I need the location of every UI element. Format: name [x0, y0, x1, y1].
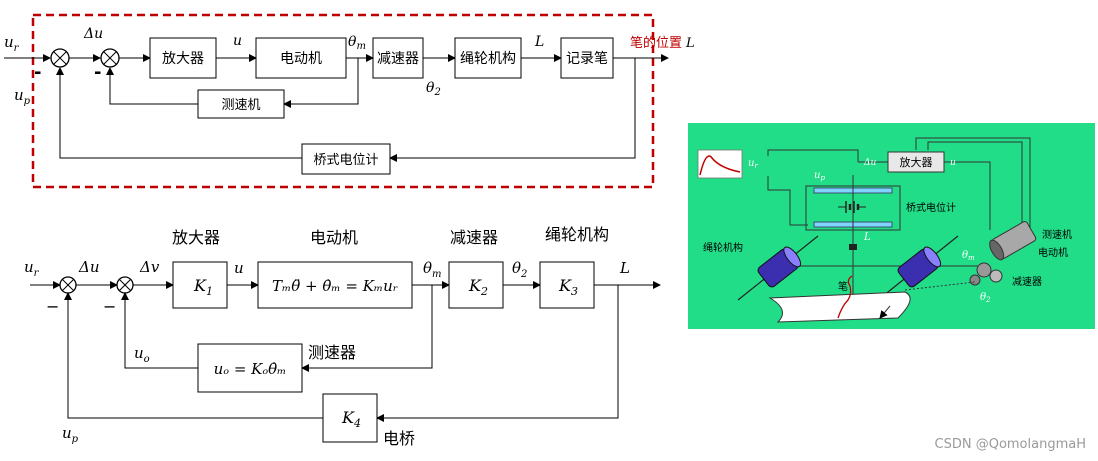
bottom-title-motor: 电动机: [310, 228, 358, 247]
top-block-pen-label: 记录笔: [566, 51, 608, 67]
picture-battery: [838, 201, 866, 213]
picture-left-roller: [757, 246, 802, 288]
top-block-reducer: [372, 37, 424, 79]
top-block-pen: [560, 37, 614, 79]
picture-wire-2: [767, 176, 808, 226]
top-block-amplifier-label: 放大器: [162, 51, 204, 67]
picture-label-pen: 笔: [838, 280, 848, 293]
watermark: CSDN @QomolangmaH: [935, 437, 1086, 452]
picture-paper: [768, 291, 911, 323]
picture-motor: [989, 221, 1037, 261]
top-block-pot: [301, 143, 391, 175]
picture-label-tacho: 测速机: [1042, 228, 1072, 241]
picture-label-reducer: 减速器: [1012, 276, 1042, 288]
top-block-motor: [255, 37, 347, 79]
picture-wire-4: [944, 161, 991, 230]
top-sum-junction-1: [50, 48, 70, 68]
picture-wire-6: [927, 141, 1023, 228]
bottom-block-K4: [322, 393, 378, 443]
picture-label-theta2: θ2: [980, 292, 991, 304]
top-tacho-feedback-line-out: [106, 67, 198, 105]
top-block-motor-label: 电动机: [280, 51, 322, 67]
picture-label-u: u: [950, 158, 956, 168]
picture-label-motor: 电动机: [1038, 246, 1068, 259]
bottom-K4-feedback-out: [64, 292, 323, 419]
system-picture: ur 放大器 Δu u up 桥式电位计 L: [688, 123, 1095, 329]
bottom-sum-junction-2: [116, 276, 134, 294]
picture-label-du: Δu: [863, 158, 876, 168]
picture-label-ur: ur: [748, 158, 758, 170]
top-block-reducer-label: 减速器: [377, 51, 419, 67]
bottom-title-tacho: 测速器: [308, 343, 356, 362]
bottom-label-L: L: [619, 259, 630, 277]
top-block-amplifier: [149, 37, 217, 79]
picture-amplifier-box: [887, 151, 945, 173]
picture-label-pot: 桥式电位计: [906, 201, 956, 214]
top-sum-junction-2: [100, 48, 120, 68]
bottom-block-tacho-eq: uₒ = Kₒθ̇ₘ: [214, 360, 287, 378]
top-block-tacho-label: 测速机: [221, 98, 260, 113]
top-block-pot-label: 桥式电位计: [313, 153, 378, 168]
bottom-block-K1-label: K1: [193, 276, 213, 298]
picture-wiper: [849, 244, 857, 250]
bottom-block-K2: [448, 261, 504, 309]
bottom-delta-u: Δu: [78, 258, 100, 276]
picture-label-theta-m: θm: [962, 250, 975, 262]
bottom-label-theta-m: θm: [423, 259, 442, 280]
top-label-theta-m: θm: [348, 34, 366, 52]
picture-reducer-gears: [969, 262, 1003, 286]
bottom-block-K2-label: K2: [468, 276, 488, 298]
top-minus-1: -: [34, 62, 41, 83]
top-input-up: up: [14, 86, 31, 107]
picture-right-roller: [897, 246, 942, 288]
top-diagram: ur - Δu - 放大器 u 电动机 θm 减速器: [4, 13, 695, 189]
bottom-title-rope: 绳轮机构: [545, 225, 609, 244]
bottom-sum-junction-1: [59, 276, 77, 294]
bottom-tacho-feedback-out: [121, 292, 198, 369]
top-tacho-feedback-line-in: [283, 58, 359, 108]
top-input-ur: ur: [4, 33, 20, 54]
picture-input-waveform: [699, 155, 741, 176]
top-pot-feedback-line-out: [56, 67, 302, 159]
top-minus-2: -: [94, 62, 101, 83]
bottom-block-motor-eq: Tₘθ̈ + θ̇ₘ = Kₘuᵣ: [272, 277, 398, 295]
bottom-block-K1: [172, 261, 228, 309]
highlight-dashed-border: [31, 13, 655, 189]
bottom-minus-1: −: [46, 297, 59, 316]
bottom-block-K4-label: K4: [341, 408, 361, 430]
picture-wire-1: [767, 149, 859, 162]
bottom-minus-2: −: [103, 297, 116, 316]
top-block-rope: [454, 37, 522, 79]
bottom-label-uo: uo: [134, 344, 150, 365]
top-pot-feedback-line-in: [389, 58, 636, 162]
bottom-diagram: ur − Δu − Δv 放大器 K1 u 电动机 Tₘθ̈ + θ̇ₘ = K…: [24, 225, 661, 448]
bottom-block-K3-label: K3: [558, 276, 578, 298]
bottom-K4-feedback-in: [376, 285, 619, 422]
picture-label-up: up: [814, 170, 825, 182]
picture-label-rope: 绳轮机构: [703, 241, 743, 254]
top-label-theta2: θ2: [426, 80, 441, 98]
top-label-u: u: [233, 33, 242, 49]
bottom-tacho-feedback-in: [301, 285, 433, 372]
top-block-rope-label: 绳轮机构: [460, 51, 516, 67]
bottom-label-u: u: [234, 259, 244, 277]
bottom-block-K3: [539, 261, 595, 309]
bottom-label-theta2: θ2: [512, 259, 527, 280]
top-delta-u: Δu: [83, 26, 103, 42]
bottom-block-tacho: [197, 343, 303, 393]
bottom-title-bridge: 电桥: [383, 429, 415, 448]
picture-label-amplifier: 放大器: [900, 155, 933, 169]
bottom-title-amplifier: 放大器: [172, 228, 220, 247]
picture-label-L: L: [863, 232, 871, 243]
bottom-input-ur: ur: [24, 258, 40, 279]
bottom-label-up: up: [62, 424, 79, 445]
picture-wire-5: [915, 137, 1031, 230]
top-label-L: L: [534, 34, 544, 50]
picture-pen-trace: [837, 275, 853, 319]
bottom-delta-v: Δv: [139, 258, 160, 276]
bottom-title-reducer: 减速器: [450, 228, 498, 247]
picture-paper-arrow: [879, 305, 891, 319]
